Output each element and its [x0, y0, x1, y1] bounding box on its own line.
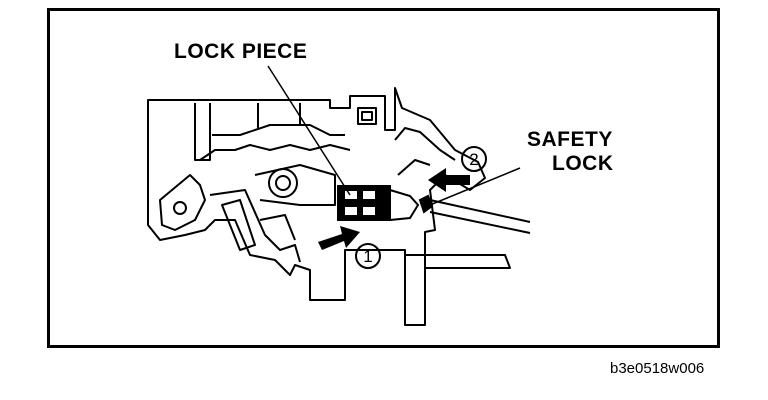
- latch-housing: [147, 87, 486, 326]
- leader-lock-piece: [267, 65, 351, 196]
- arrow-step-1: [318, 226, 360, 250]
- leader-safety-lock: [429, 167, 521, 206]
- figure-code: b3e0518w006: [610, 360, 705, 377]
- step-1-circle: [355, 243, 381, 269]
- safety-lock-label-line1: SAFETY: [527, 128, 613, 151]
- step-1-number: 1: [363, 247, 372, 266]
- window-square: [357, 107, 377, 125]
- safety-lock-label-line2: LOCK: [552, 152, 614, 175]
- step-2-number: 2: [469, 150, 478, 169]
- lock-piece-label: LOCK PIECE: [174, 40, 308, 63]
- screwdriver-tool: [429, 199, 531, 234]
- lock-piece: [337, 185, 434, 222]
- diagram-frame: [47, 8, 720, 348]
- step-2-circle: [461, 146, 487, 172]
- latch-lever: [159, 174, 206, 231]
- arrow-step-2: [428, 168, 470, 192]
- pivot-boss: [268, 168, 298, 198]
